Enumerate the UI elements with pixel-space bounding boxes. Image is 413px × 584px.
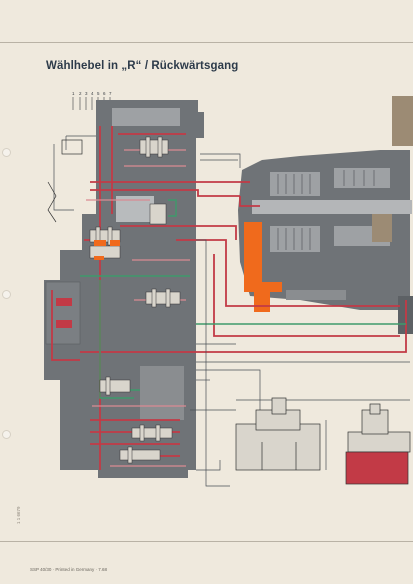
pin-label: 6 bbox=[103, 91, 106, 96]
bottom-rule bbox=[0, 541, 413, 542]
pin-label: 2 bbox=[79, 91, 82, 96]
spool-valves bbox=[89, 136, 181, 464]
selector-lever bbox=[47, 139, 83, 223]
active-valve-highlights bbox=[94, 240, 120, 260]
pin-label: 1 bbox=[72, 91, 75, 96]
pin-label: 3 bbox=[85, 91, 88, 96]
footer-text: SSP 40/30 · Printed in Germany · 7.68 bbox=[30, 567, 107, 572]
punch-hole bbox=[2, 290, 11, 299]
punch-hole bbox=[2, 430, 11, 439]
top-rule bbox=[0, 42, 413, 43]
reverse-servo bbox=[345, 403, 411, 485]
control-lines bbox=[53, 135, 410, 487]
pin-labels: 1 2 3 4 5 6 7 bbox=[72, 91, 112, 96]
page-title: Wählhebel in „R“ / Rückwärtsgang bbox=[46, 60, 239, 72]
pin-label: 5 bbox=[97, 91, 100, 96]
pin-label: 4 bbox=[91, 91, 94, 96]
pin-label: 7 bbox=[109, 91, 112, 96]
band-servo bbox=[235, 397, 321, 471]
transmission-housing bbox=[238, 96, 413, 334]
punch-hole bbox=[2, 148, 11, 157]
side-code: 1 1 6679 bbox=[16, 506, 21, 524]
